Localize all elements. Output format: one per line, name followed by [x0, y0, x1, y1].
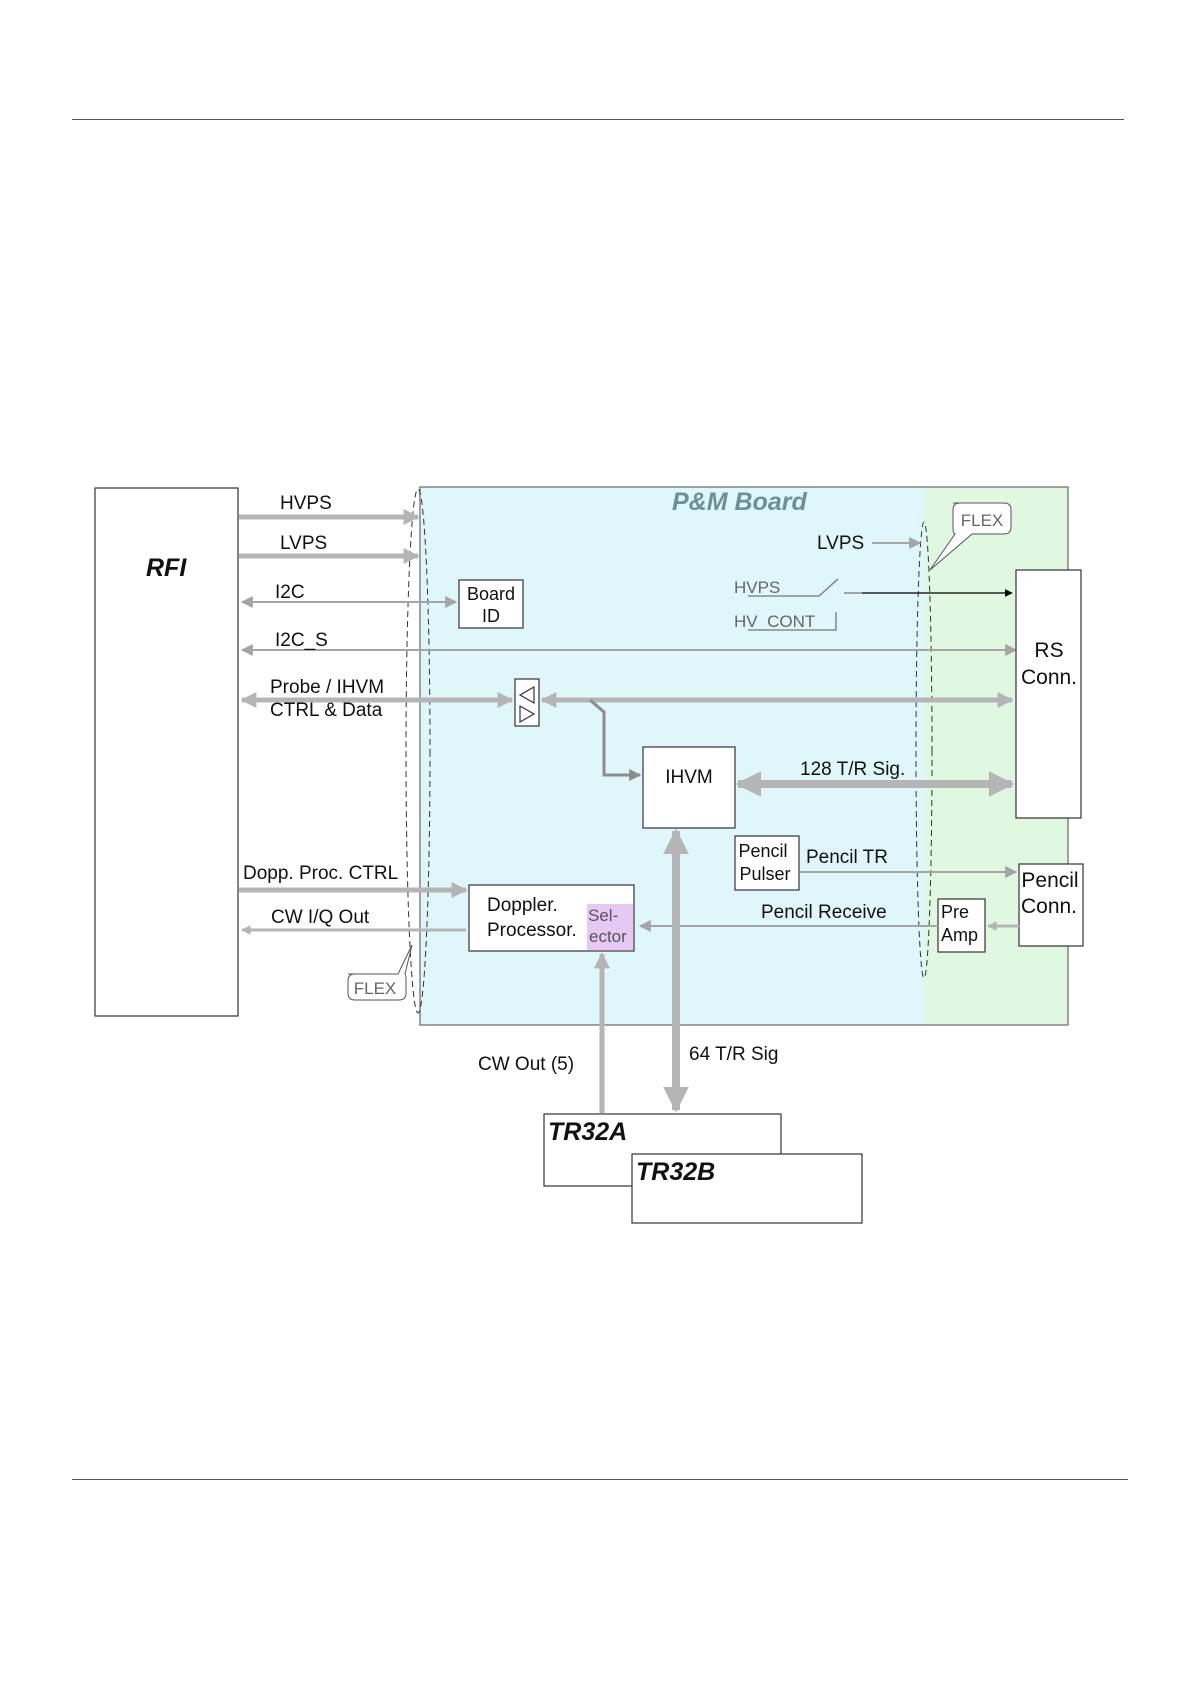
label-hvps: HVPS	[280, 493, 332, 514]
board-title: P&M Board	[672, 488, 807, 516]
buffer-block	[515, 679, 539, 726]
tr64-label: 64 T/R Sig	[689, 1044, 778, 1065]
selector-line1: Sel-	[588, 906, 618, 925]
pencil-pulser-line1: Pencil	[738, 841, 787, 861]
flex-top-label: FLEX	[961, 511, 1004, 530]
pencil-pulser-line2: Pulser	[739, 864, 790, 884]
label-right-lvps: LVPS	[817, 533, 864, 554]
label-i2c: I2C	[275, 582, 305, 603]
label-i2c-s: I2C_S	[275, 630, 328, 651]
label-lvps: LVPS	[280, 533, 327, 554]
label-hvps-switch: HVPS	[734, 578, 780, 597]
pre-amp-line1: Pre	[941, 902, 969, 922]
board-id-line2: ID	[482, 606, 500, 626]
rs-conn-line1: RS	[1034, 639, 1063, 662]
rfi-label: RFI	[146, 554, 187, 582]
pencil-receive-label: Pencil Receive	[761, 902, 887, 923]
board-id-line1: Board	[467, 584, 515, 604]
pencil-conn-line2: Conn.	[1021, 895, 1077, 918]
tr32a-label: TR32A	[548, 1118, 627, 1146]
tr128-label: 128 T/R Sig.	[800, 759, 905, 780]
rs-conn-block	[1016, 570, 1081, 818]
rs-conn-line2: Conn.	[1021, 666, 1077, 689]
label-probe-line1: Probe / IHVM	[270, 677, 384, 698]
doppler-line1: Doppler.	[487, 895, 558, 916]
selector-line2: ector	[589, 927, 627, 946]
pencil-tr-label: Pencil TR	[806, 847, 888, 868]
flex-bottom-label: FLEX	[354, 979, 397, 998]
label-probe-line2: CTRL & Data	[270, 700, 383, 721]
doppler-line2: Processor.	[487, 920, 577, 941]
label-dopp-ctrl: Dopp. Proc. CTRL	[243, 863, 398, 884]
pencil-conn-line1: Pencil	[1021, 869, 1078, 892]
label-cw-iq: CW I/Q Out	[271, 907, 370, 928]
pre-amp-line2: Amp	[941, 925, 978, 945]
tr32b-label: TR32B	[636, 1158, 715, 1186]
label-hv-cont: HV_CONT	[734, 612, 815, 631]
cw-out-label: CW Out (5)	[478, 1054, 574, 1075]
ihvm-label: IHVM	[665, 767, 713, 788]
